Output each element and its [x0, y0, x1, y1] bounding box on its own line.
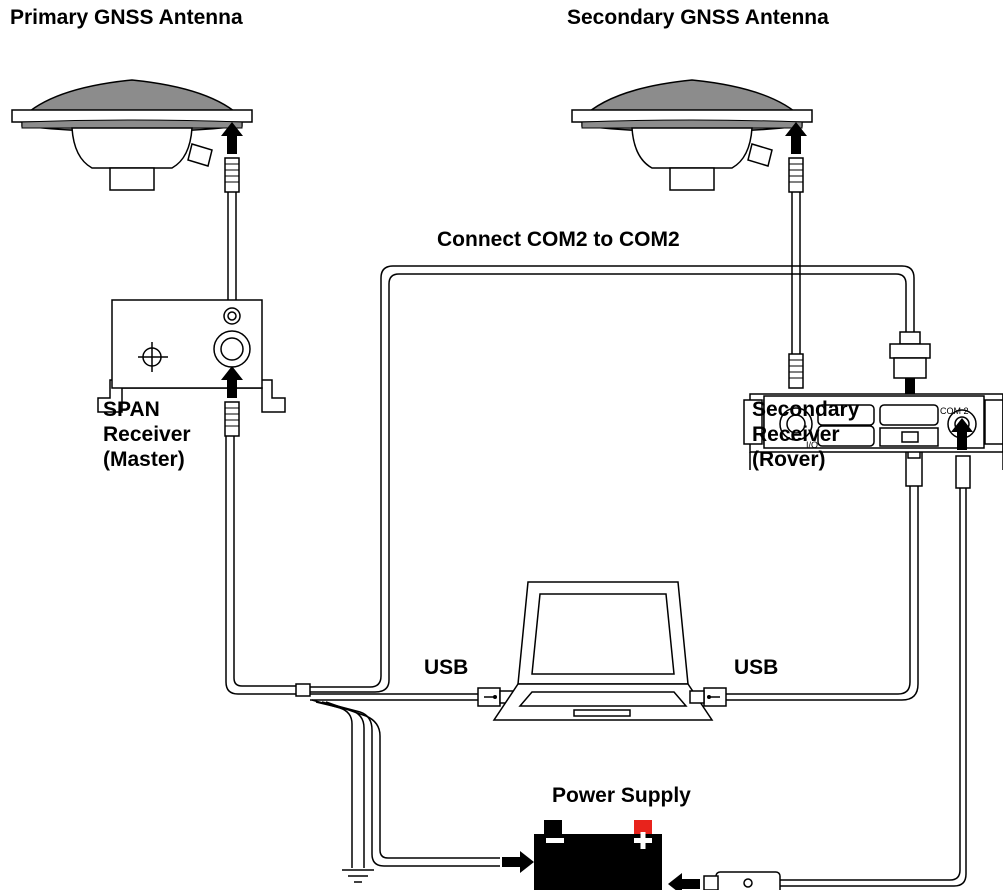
db9-connector	[889, 331, 931, 379]
secondary-receiver	[743, 393, 1003, 470]
ground-symbol	[342, 869, 374, 883]
span-receiver-label-line-2: Receiver	[103, 422, 191, 446]
usb-right-label: USB	[734, 656, 779, 679]
secondary-cable-connector-top	[788, 157, 804, 193]
rover-port-labels: COM 2 I/O	[806, 406, 969, 450]
span-receiver-label-line-3: (Master)	[103, 447, 185, 471]
rover-power-connector	[955, 455, 971, 489]
com2-link-label: Connect COM2 to COM2	[437, 228, 680, 251]
io-port-label: I/O	[806, 440, 818, 450]
secondary-antenna-label: Secondary GNSS Antenna	[567, 6, 829, 29]
arrow-to-battery-left	[502, 851, 534, 873]
cigarette-lighter-plug	[703, 871, 781, 890]
span-io-connector	[224, 401, 240, 437]
span-receiver	[97, 299, 286, 413]
battery	[534, 820, 662, 890]
usb-left-label: USB	[424, 656, 469, 679]
secondary-antenna-cable	[791, 192, 801, 354]
primary-antenna-cable	[227, 192, 237, 318]
span-io-cable	[225, 436, 311, 697]
com2-port-label: COM 2	[940, 406, 969, 416]
rover-power-cable	[780, 488, 967, 887]
secondary-receiver-label-line-3: (Rover)	[752, 447, 826, 471]
power-harness	[311, 699, 500, 868]
span-receiver-label-line-1: SPAN	[103, 398, 160, 421]
secondary-receiver-label-line-1: Secondary	[752, 398, 860, 421]
secondary-cable-connector-bottom	[788, 353, 804, 389]
laptop-usb-cable-left	[310, 693, 478, 701]
com2-link-cable	[310, 265, 915, 693]
secondary-receiver-label: Secondary Receiver (Rover)	[752, 398, 859, 472]
primary-antenna-label: Primary GNSS Antenna	[10, 6, 243, 29]
laptop-usb-cable-right	[726, 486, 919, 701]
span-receiver-label: SPAN Receiver (Master)	[103, 398, 191, 472]
primary-cable-connector-top	[224, 157, 240, 193]
secondary-antenna	[571, 79, 813, 191]
primary-antenna	[11, 79, 253, 191]
laptop	[492, 581, 714, 721]
usb-plug-right	[689, 687, 727, 707]
secondary-receiver-label-line-2: Receiver	[752, 422, 840, 446]
power-supply-label: Power Supply	[552, 784, 691, 807]
arrow-to-battery-right	[668, 873, 700, 890]
